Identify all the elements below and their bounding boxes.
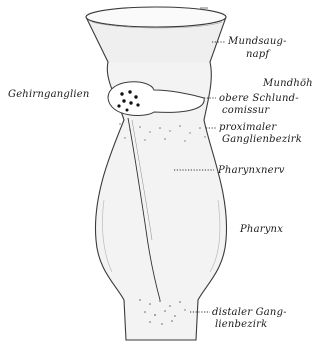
label-pharynx: Pharynx [239, 224, 283, 235]
label-mundsaugnapf-1: Mundsaug- [227, 36, 287, 47]
label-mundsaugnapf-2: napf [246, 49, 271, 60]
label-mundhoehle: Mundhöh [262, 78, 313, 89]
label-obere-schlundcomissur-1: obere Schlund- [219, 93, 299, 104]
label-pharynxnerv: Pharynxnerv [217, 165, 285, 176]
label-proximaler-1: proximaler [219, 122, 277, 133]
oral-sucker [86, 7, 226, 70]
label-obere-schlundcomissur-2: comissur [222, 105, 270, 116]
label-gehirnganglien: Gehirnganglien [8, 89, 90, 100]
label-proximaler-2: Ganglienbezirk [222, 134, 302, 145]
label-distaler-2: lienbezirk [215, 319, 267, 330]
label-distaler-1: distaler Gang- [212, 307, 287, 318]
